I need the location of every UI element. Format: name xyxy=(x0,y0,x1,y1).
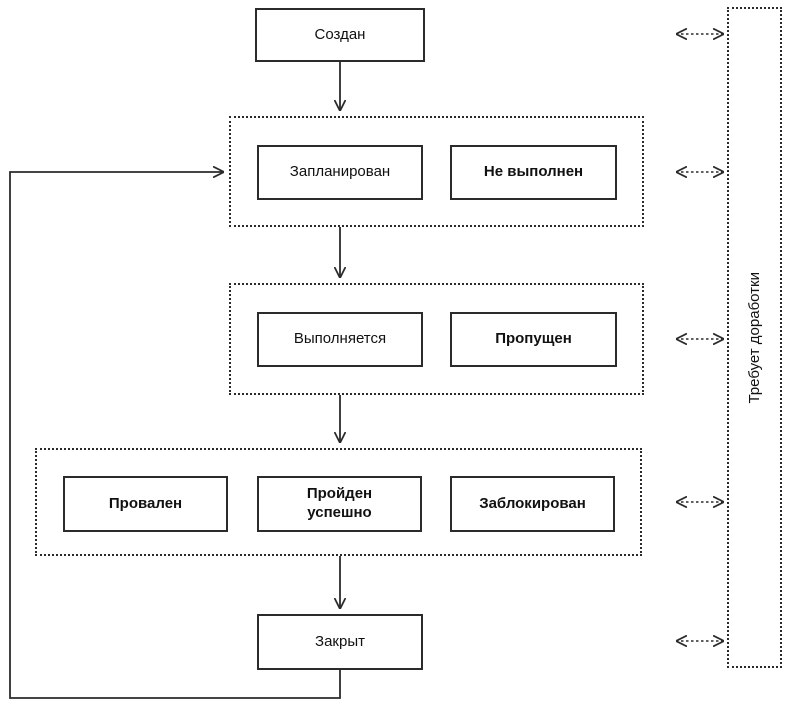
state-failed-label: Провален xyxy=(108,494,183,512)
state-skipped-label: Пропущен xyxy=(495,330,572,348)
state-needs-rework-label: Требует доработки xyxy=(746,271,763,404)
state-skipped: Пропущен xyxy=(450,312,617,367)
state-not-executed: Не выполнен xyxy=(450,145,617,200)
rework-arrows xyxy=(676,34,724,641)
state-created-label: Создан xyxy=(314,25,366,43)
state-closed-label: Закрыт xyxy=(315,632,365,650)
state-planned-label: Запланирован xyxy=(289,163,391,181)
state-in-progress: Выполняется xyxy=(257,312,423,367)
state-failed: Провален xyxy=(63,476,228,532)
state-blocked-label: Заблокирован xyxy=(479,494,586,512)
state-planned: Запланирован xyxy=(257,145,423,200)
state-passed-label: Пройден успешно xyxy=(306,485,373,521)
state-created: Создан xyxy=(255,8,425,62)
state-blocked: Заблокирован xyxy=(450,476,615,532)
state-closed: Закрыт xyxy=(257,614,423,670)
state-passed: Пройден успешно xyxy=(257,476,422,532)
state-needs-rework: Требует доработки xyxy=(727,7,782,668)
state-in-progress-label: Выполняется xyxy=(293,330,387,348)
state-not-executed-label: Не выполнен xyxy=(483,163,584,181)
